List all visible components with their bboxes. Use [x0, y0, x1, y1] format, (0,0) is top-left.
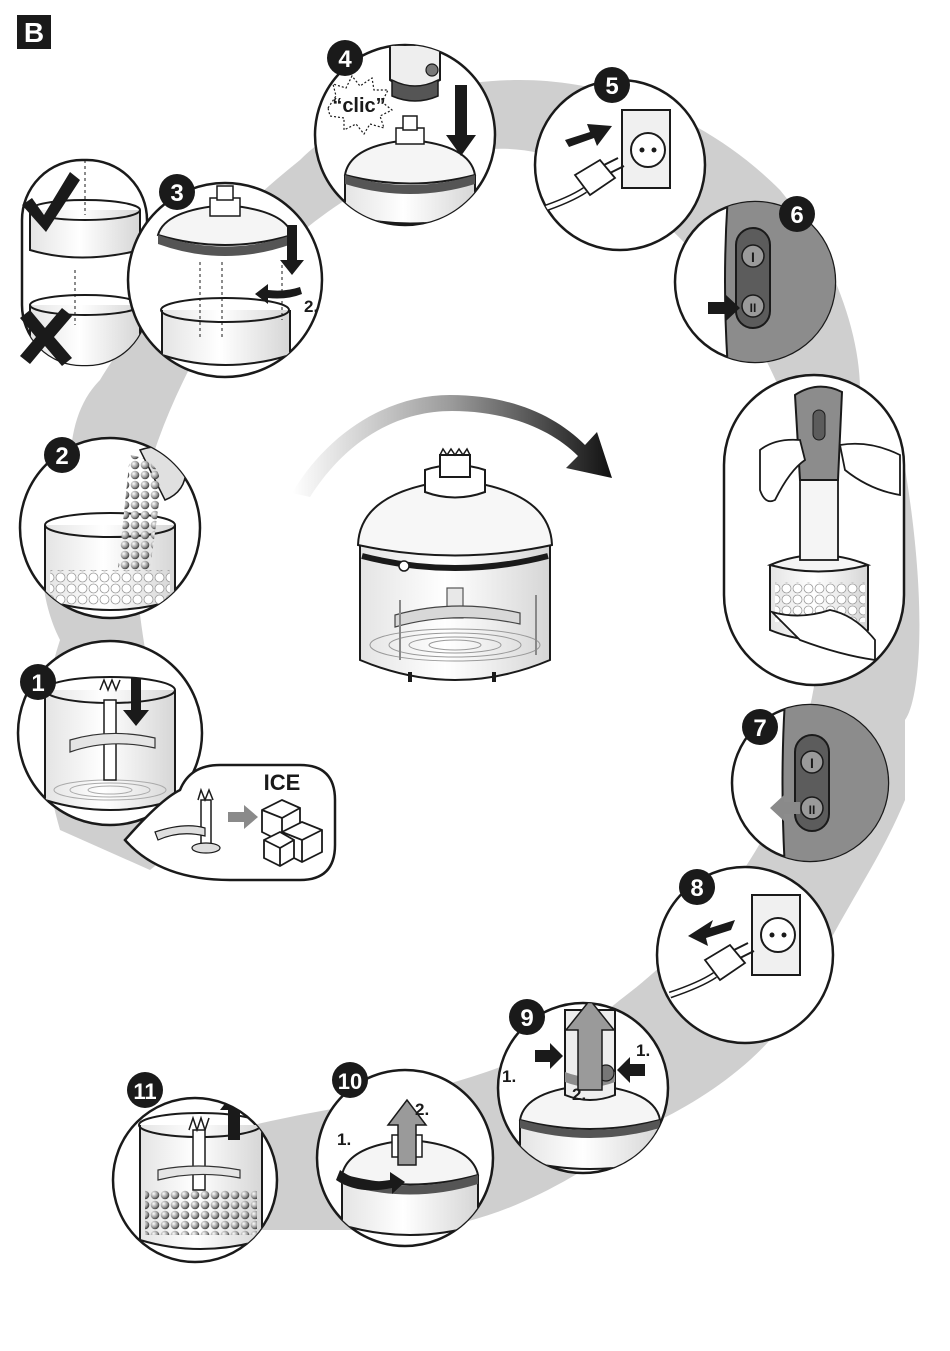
step-6-number: 6 [790, 202, 803, 229]
step-7-number: 7 [753, 715, 766, 742]
step-10-number: 10 [338, 1069, 362, 1094]
step-3-annotation: 2. [304, 297, 318, 316]
step-11-number: 11 [133, 1079, 156, 1104]
wall-socket-icon [622, 110, 670, 188]
step-2: 2 [20, 437, 200, 618]
operating-panel [724, 375, 904, 685]
step-11: 11 [113, 1072, 277, 1262]
wall-socket-icon [752, 895, 800, 975]
step-10-annotation-rotate: 1. [337, 1130, 351, 1149]
step-8-number: 8 [690, 875, 703, 902]
section-badge-label: B [24, 17, 44, 48]
svg-text:II: II [809, 803, 816, 817]
correct-incorrect-panel [20, 160, 147, 368]
step-9-annotation-up: 2. [572, 1085, 586, 1104]
step-9-annotation-left: 1. [502, 1067, 516, 1086]
step-3-number: 3 [170, 180, 183, 207]
step-5-number: 5 [605, 73, 618, 100]
svg-text:II: II [750, 301, 757, 315]
step-1-ice-label: ICE [264, 770, 301, 795]
chopper-bowl-assembled [358, 449, 552, 682]
step-10-annotation-lift: 2. [415, 1100, 429, 1119]
step-9-number: 9 [520, 1005, 533, 1032]
section-badge: B [17, 15, 51, 49]
svg-text:I: I [810, 755, 814, 771]
step-1-number: 1 [31, 670, 44, 697]
step-8: 8 [657, 867, 833, 1043]
step-4-number: 4 [338, 46, 352, 73]
svg-text:I: I [751, 249, 755, 265]
step-4: “clic” 4 [315, 40, 495, 225]
step-9-annotation-right: 1. [636, 1041, 650, 1060]
step-2-number: 2 [55, 443, 68, 470]
step-4-clic-label: “clic” [332, 95, 385, 117]
